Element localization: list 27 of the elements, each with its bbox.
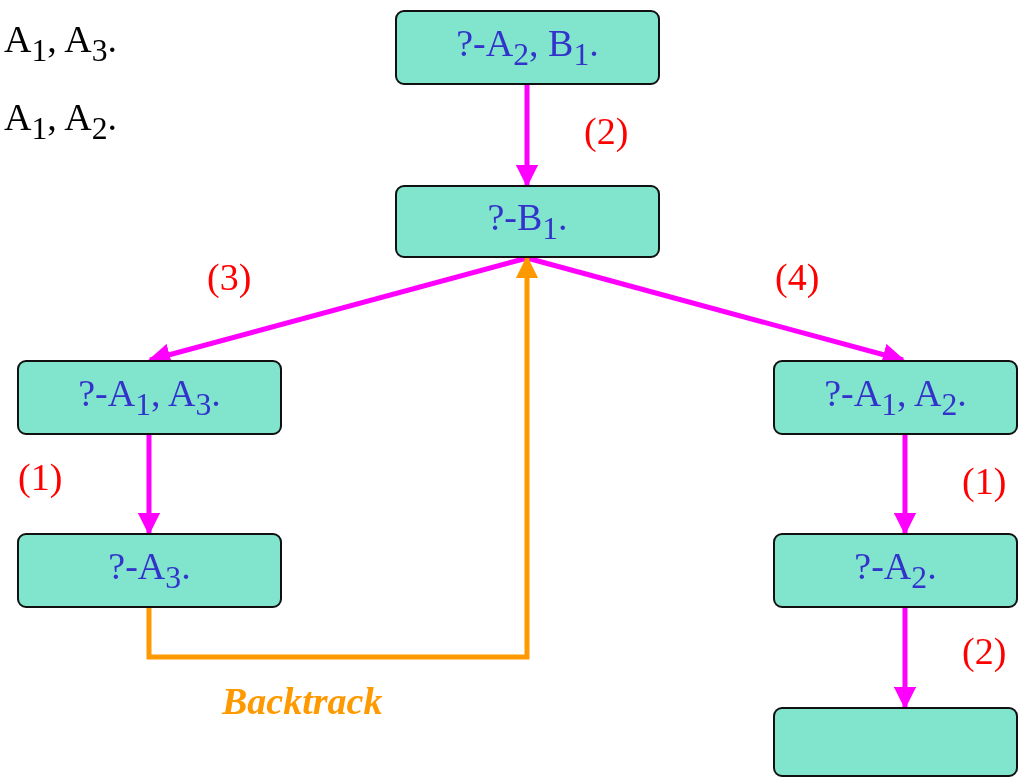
goal-text: ?-A$_{1}$, A$_{3}$. bbox=[78, 374, 221, 421]
arrow bbox=[137, 435, 161, 536]
edge-label: (3) bbox=[207, 258, 252, 296]
goal-box bbox=[395, 185, 660, 258]
arrow bbox=[146, 255, 539, 660]
goal-text: ?-A$_{1}$, A$_{2}$. bbox=[824, 374, 967, 421]
goal-box bbox=[395, 10, 660, 85]
edge-label: (1) bbox=[962, 462, 1007, 500]
edge-label: (2) bbox=[962, 632, 1007, 670]
arrow bbox=[893, 608, 917, 710]
goal-box bbox=[773, 533, 1018, 608]
clause-text: A$_{1}$, A$_{3}$. bbox=[4, 20, 117, 67]
goal-box bbox=[773, 360, 1018, 435]
goal-text: ?-A$_{2}$, B$_{1}$. bbox=[456, 24, 599, 71]
edge-label: (4) bbox=[775, 258, 820, 296]
goal-text: ?-A$_{3}$. bbox=[108, 547, 191, 594]
arrow bbox=[893, 435, 917, 536]
edge-label: (2) bbox=[584, 112, 629, 150]
clause-text: A$_{1}$, A$_{2}$. bbox=[4, 98, 117, 145]
arrow bbox=[515, 85, 539, 188]
edge-label: (1) bbox=[18, 458, 63, 496]
edge-label: Backtrack bbox=[222, 682, 383, 720]
goal-text: ?-A$_{2}$. bbox=[854, 547, 937, 594]
goal-text: ?-B$_{1}$. bbox=[487, 198, 568, 245]
goal-box bbox=[17, 533, 282, 608]
goal-box bbox=[17, 360, 282, 435]
empty-box bbox=[773, 707, 1018, 777]
